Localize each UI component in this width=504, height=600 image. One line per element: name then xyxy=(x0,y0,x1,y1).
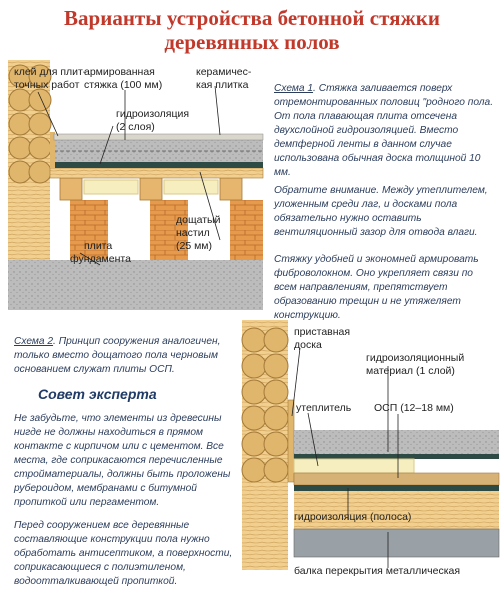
brick-pillar xyxy=(150,200,188,260)
waterproofing xyxy=(50,162,263,168)
page-title: Варианты устройства бетонной стяжки xyxy=(64,6,440,30)
label-board-s2: приставная xyxy=(294,326,351,338)
scheme1-attention: Обратите внимание. Между утеплителем, ул… xyxy=(274,185,488,238)
label-screed: армированная xyxy=(84,66,155,78)
damper-board xyxy=(287,399,295,483)
waterproofing xyxy=(294,454,499,459)
label-glue: клей для плит- xyxy=(14,66,87,78)
insulation xyxy=(163,179,219,195)
scheme1-note: Схема 1. Стяжка заливается поверх отремо… xyxy=(274,82,496,180)
insulation xyxy=(293,458,415,474)
scheme2-diagram xyxy=(241,320,500,570)
ceramic-tile xyxy=(53,133,264,141)
label-glue-2: точных работ xyxy=(14,79,80,91)
foundation-slab xyxy=(8,260,263,310)
log-wall xyxy=(241,320,289,570)
damper-board xyxy=(50,132,55,168)
scheme1-diagram xyxy=(8,60,264,310)
joists xyxy=(59,177,243,201)
scheme1-fiber-note: Стяжку удобней и экономней армировать фи… xyxy=(274,254,479,321)
label-strip: гидроизоляция (полоса) xyxy=(294,511,412,523)
label-slab: плита xyxy=(84,240,113,252)
label-waterproof-s2-2: материал (1 слой) xyxy=(366,365,455,377)
osb-board xyxy=(293,472,500,486)
label-board-s2-2: доска xyxy=(294,339,322,351)
label-tile-2: кая плитка xyxy=(196,79,249,91)
label-board-3: (25 мм) xyxy=(176,240,213,252)
scheme2-note: Схема 2. Принцип сооружения аналогичен, … xyxy=(14,335,236,377)
expert-title: Совет эксперта xyxy=(38,386,157,402)
label-waterproof: гидроизоляция xyxy=(116,108,190,120)
label-waterproof-s2: гидроизоляционный xyxy=(366,352,465,364)
brick-pillar xyxy=(70,200,108,260)
label-slab-2: фундамента xyxy=(70,253,131,265)
page-title-line2: деревянных полов xyxy=(164,30,340,54)
brick-pillar xyxy=(230,200,263,260)
label-tile: керамичес- xyxy=(196,66,252,78)
label-screed-2: стяжка (100 мм) xyxy=(84,79,163,91)
label-beam: балка перекрытия металлическая xyxy=(294,565,461,577)
expert-paragraph-1: Не забудьте, что элементы из древесины н… xyxy=(14,413,231,508)
scheme2-note-text: . Принцип сооружения аналогичен, только … xyxy=(14,336,221,375)
label-insulation: утеплитель xyxy=(296,402,352,414)
expert-paragraph-2: Перед сооружением все деревянные составл… xyxy=(14,520,233,587)
wood-beam xyxy=(294,491,499,529)
plank-floor xyxy=(49,167,264,179)
scheme2-note-head: Схема 2 xyxy=(14,336,54,347)
label-waterproof-2: (2 слоя) xyxy=(116,121,155,133)
label-osb: ОСП (12–18 мм) xyxy=(374,402,454,414)
insulation xyxy=(83,179,139,195)
waterproof-strip xyxy=(294,485,499,491)
screed xyxy=(294,430,499,454)
label-board: дощатый xyxy=(176,214,221,226)
log-wall xyxy=(8,60,52,260)
metal-beam xyxy=(293,528,500,558)
scheme1-note-text: . Стяжка заливается поверх отремонтирова… xyxy=(274,83,494,178)
label-board-2: настил xyxy=(176,227,210,239)
scheme1-note-head: Схема 1 xyxy=(274,83,314,94)
